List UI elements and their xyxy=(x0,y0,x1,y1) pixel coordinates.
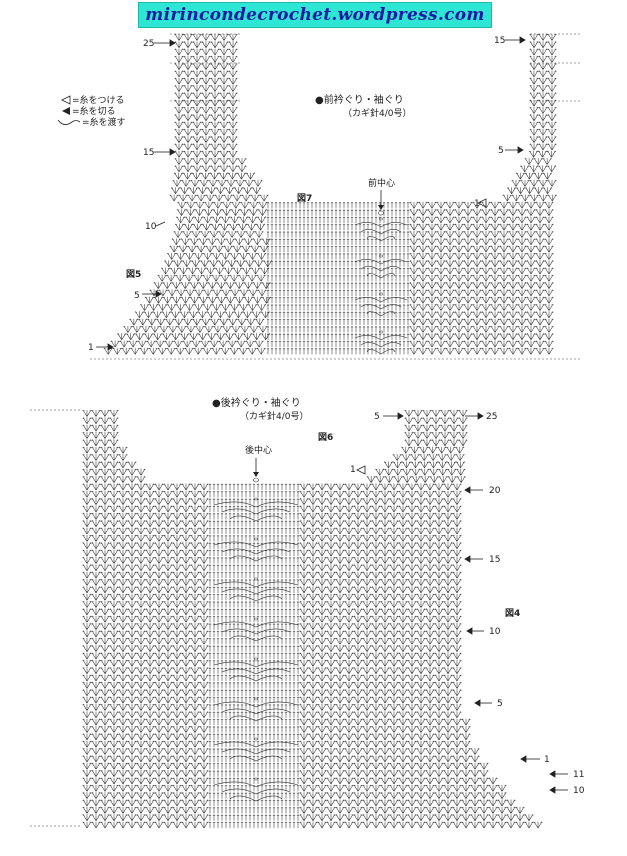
back-center-motif xyxy=(213,458,366,802)
back-row-20: 20 xyxy=(489,486,501,496)
back-row-1: 1 xyxy=(350,465,356,475)
front-row-25: 25 xyxy=(143,39,154,49)
back-row-right-1: 1 xyxy=(544,755,550,765)
back-arrows xyxy=(383,412,568,794)
front-row-right-15: 15 xyxy=(494,36,505,46)
front-diagram: ●前衿ぐり・袖ぐり （カギ針4/0号） 前中心 図7 図5 =糸をつける =糸を… xyxy=(57,33,582,360)
site-banner: mirincondecrochet.wordpress.com xyxy=(138,2,492,28)
back-dashed-guides xyxy=(30,409,82,827)
front-row-10: 10 xyxy=(145,222,157,232)
back-row-labels: 5 25 1 20 15 10 5 1 11 10 xyxy=(350,412,585,796)
back-fig-side: 図4 xyxy=(505,608,520,619)
front-stitch-grid xyxy=(103,33,557,355)
front-fig-side: 図5 xyxy=(126,269,141,280)
front-row-right-5: 5 xyxy=(498,146,504,156)
back-row-10: 10 xyxy=(489,627,501,637)
front-row-1: 1 xyxy=(88,343,94,353)
front-hook-size: （カギ針4/0号） xyxy=(343,107,412,119)
back-center-label: 後中心 xyxy=(245,444,272,456)
front-center-motif xyxy=(354,190,487,355)
back-hook-size: （カギ針4/0号） xyxy=(240,410,309,422)
back-stitch-grid xyxy=(82,409,543,829)
back-row-right-5: 5 xyxy=(497,699,503,709)
back-row-right-10: 10 xyxy=(573,786,585,796)
carry-yarn-icon xyxy=(57,119,81,125)
back-row-25: 25 xyxy=(486,412,497,422)
legend-carry: =糸を渡す xyxy=(82,116,126,128)
back-diagram: ●後衿ぐり・袖ぐり （カギ針4/0号） 後中心 図6 図4 5 25 1 20 … xyxy=(30,396,585,829)
front-arrows xyxy=(96,36,526,351)
back-row-15: 15 xyxy=(489,555,500,565)
back-row-5: 5 xyxy=(374,412,380,422)
front-row-labels: 25 15 10 5 1 15 5 1 xyxy=(88,36,505,353)
legend-cut: =糸を切る xyxy=(72,105,116,117)
site-banner-text: mirincondecrochet.wordpress.com xyxy=(145,5,485,25)
front-fig-center: 図7 xyxy=(297,193,312,204)
front-row-right-1: 1 xyxy=(474,199,480,209)
back-title: ●後衿ぐり・袖ぐり xyxy=(212,396,301,409)
back-row-11: 11 xyxy=(573,770,584,780)
join-yarn-icon xyxy=(61,95,71,105)
legend: =糸をつける =糸を切る =糸を渡す xyxy=(57,94,126,128)
front-dashed-guides xyxy=(90,33,582,360)
legend-join: =糸をつける xyxy=(72,94,125,106)
front-row-15: 15 xyxy=(143,148,154,158)
front-center-label: 前中心 xyxy=(368,177,395,189)
back-fig-center: 図6 xyxy=(318,432,333,443)
front-title: ●前衿ぐり・袖ぐり xyxy=(315,93,404,106)
cut-yarn-icon xyxy=(62,107,70,115)
front-row-5: 5 xyxy=(134,291,140,301)
